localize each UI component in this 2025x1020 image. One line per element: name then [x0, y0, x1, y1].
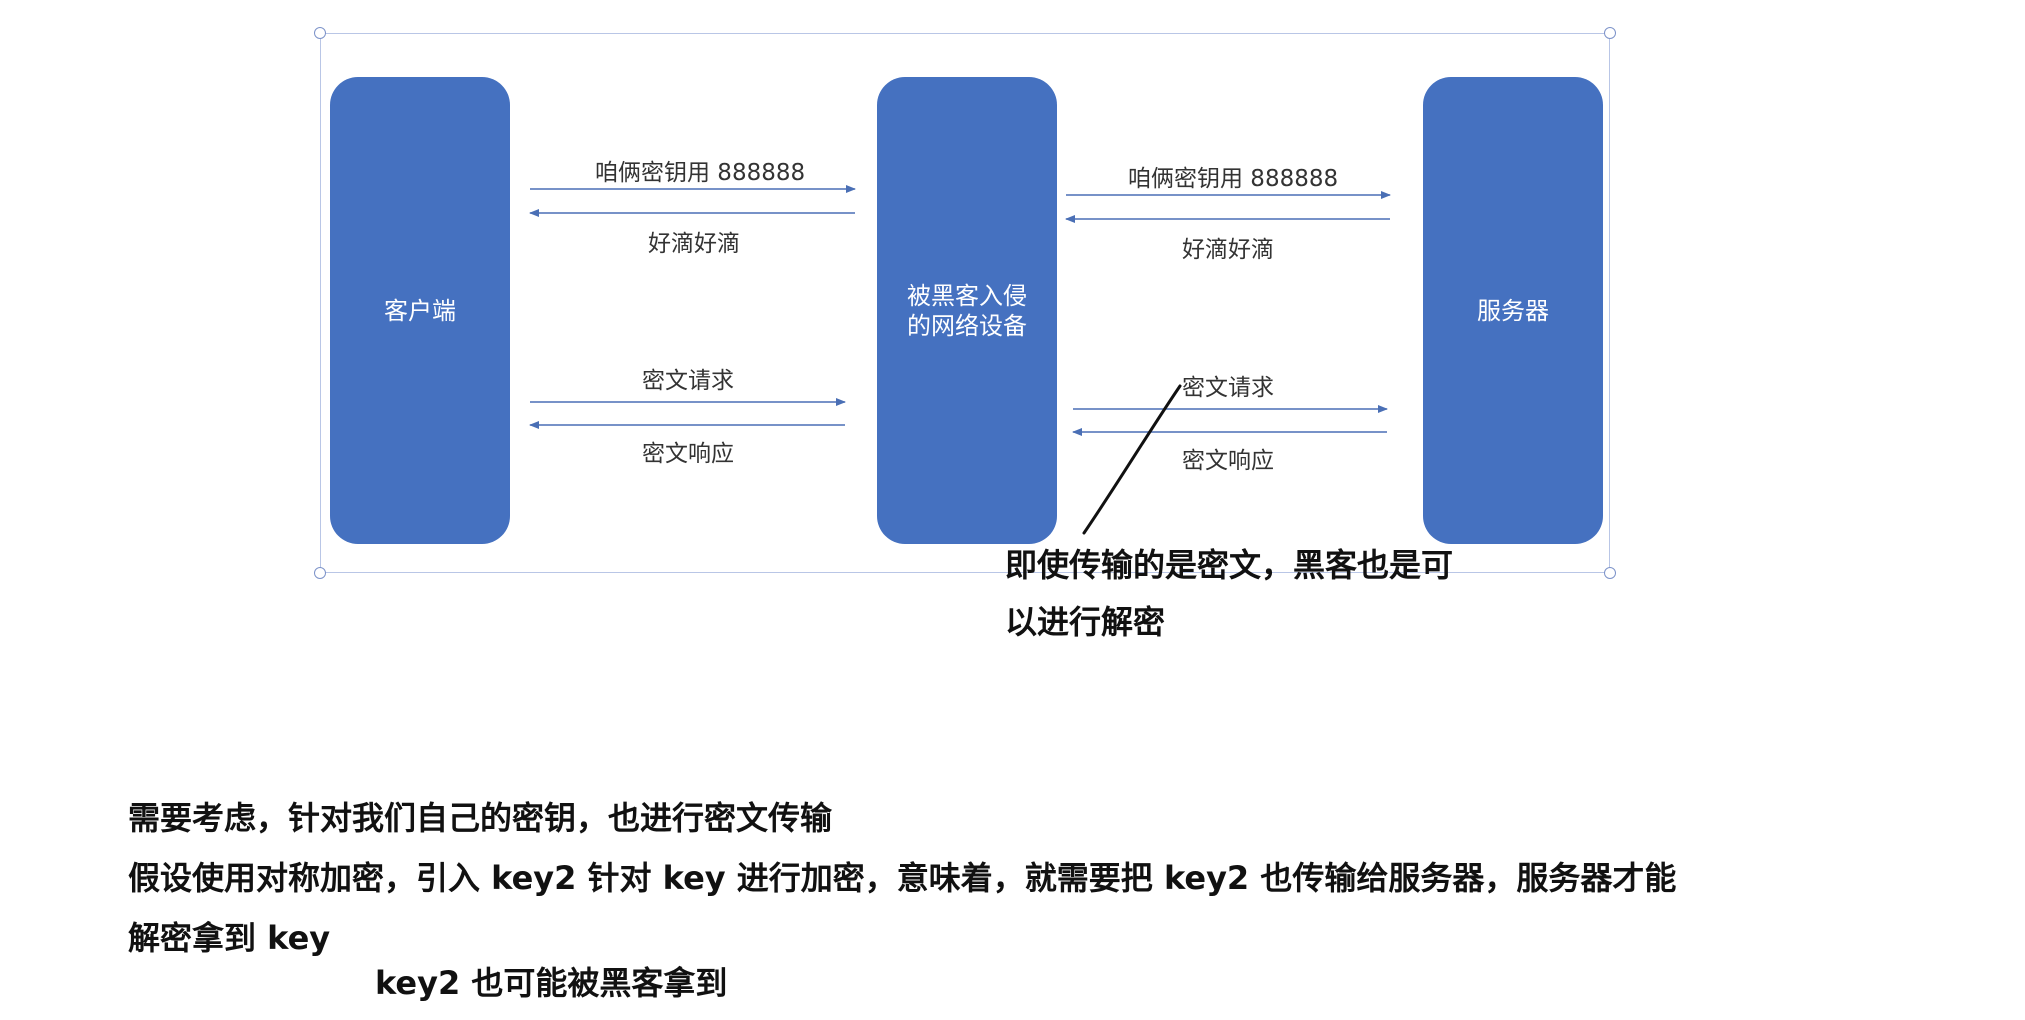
- label-right-cipher-resp: 密文响应: [1182, 448, 1274, 474]
- hacker-device-node: 被黑客入侵 的网络设备: [877, 77, 1057, 544]
- resize-handle-top-left[interactable]: [314, 27, 326, 39]
- note-line-4: key2 也可能被黑客拿到: [375, 964, 728, 1002]
- annotation-line-1: 即使传输的是密文，黑客也是可: [1005, 546, 1454, 584]
- label-left-ok-msg: 好滴好滴: [648, 231, 740, 257]
- label-left-cipher-resp: 密文响应: [642, 441, 734, 467]
- annotation-line-2: 以进行解密: [1005, 603, 1166, 641]
- label-left-key-msg: 咱俩密钥用 888888: [595, 160, 806, 186]
- note-line-2: 假设使用对称加密，引入 key2 针对 key 进行加密，意味着，就需要把 ke…: [128, 859, 1677, 897]
- resize-handle-bottom-left[interactable]: [314, 567, 326, 579]
- label-left-cipher-req: 密文请求: [642, 368, 734, 394]
- annotation-pointer-line: [1082, 384, 1182, 535]
- note-line-3: 解密拿到 key: [128, 919, 331, 957]
- label-right-key-msg: 咱俩密钥用 888888: [1128, 166, 1339, 192]
- resize-handle-bottom-right[interactable]: [1604, 567, 1616, 579]
- client-node: 客户端: [330, 77, 510, 544]
- label-right-cipher-req: 密文请求: [1182, 375, 1274, 401]
- note-line-1: 需要考虑，针对我们自己的密钥，也进行密文传输: [128, 799, 833, 837]
- diagram-selection-frame[interactable]: [320, 33, 1610, 573]
- resize-handle-top-right[interactable]: [1604, 27, 1616, 39]
- server-node: 服务器: [1423, 77, 1603, 544]
- label-right-ok-msg: 好滴好滴: [1182, 237, 1274, 263]
